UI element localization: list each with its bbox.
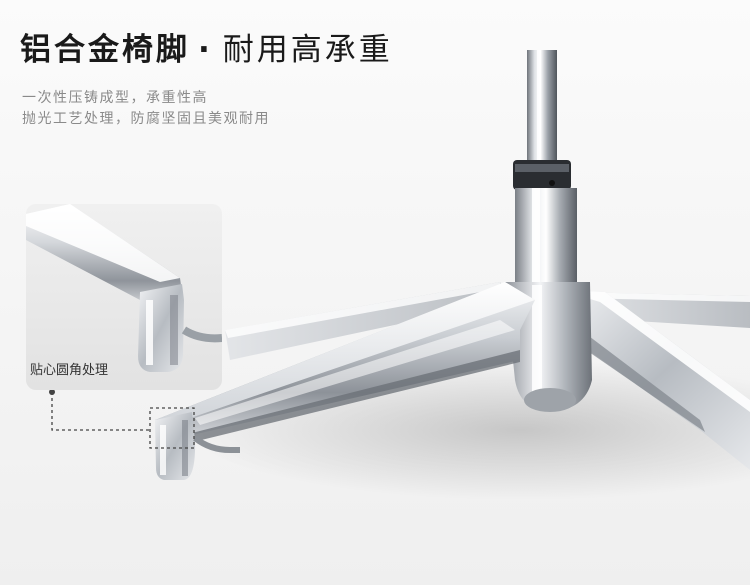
chair-base-arm-back-left — [225, 282, 512, 360]
gas-lift-sleeve — [515, 188, 577, 288]
hub-bottom-cap — [524, 388, 576, 412]
detail-inset — [26, 204, 222, 390]
callout-connector — [51, 392, 150, 431]
title-sub: 耐用高承重 — [222, 32, 393, 68]
title-main: 铝合金椅脚 — [20, 32, 190, 68]
page-title: 铝合金椅脚·耐用高承重 — [20, 30, 393, 70]
callout-label: 贴心圆角处理 — [30, 363, 109, 378]
gas-lift-column — [527, 50, 557, 180]
chair-base-arm-right — [560, 290, 750, 470]
collar-screw — [549, 180, 555, 186]
description-line-2: 抛光工艺处理，防腐坚固且美观耐用 — [22, 111, 270, 127]
callout-dot — [49, 389, 55, 395]
description-line-1: 一次性压铸成型，承重性高 — [22, 90, 208, 106]
title-separator: · — [198, 32, 213, 68]
